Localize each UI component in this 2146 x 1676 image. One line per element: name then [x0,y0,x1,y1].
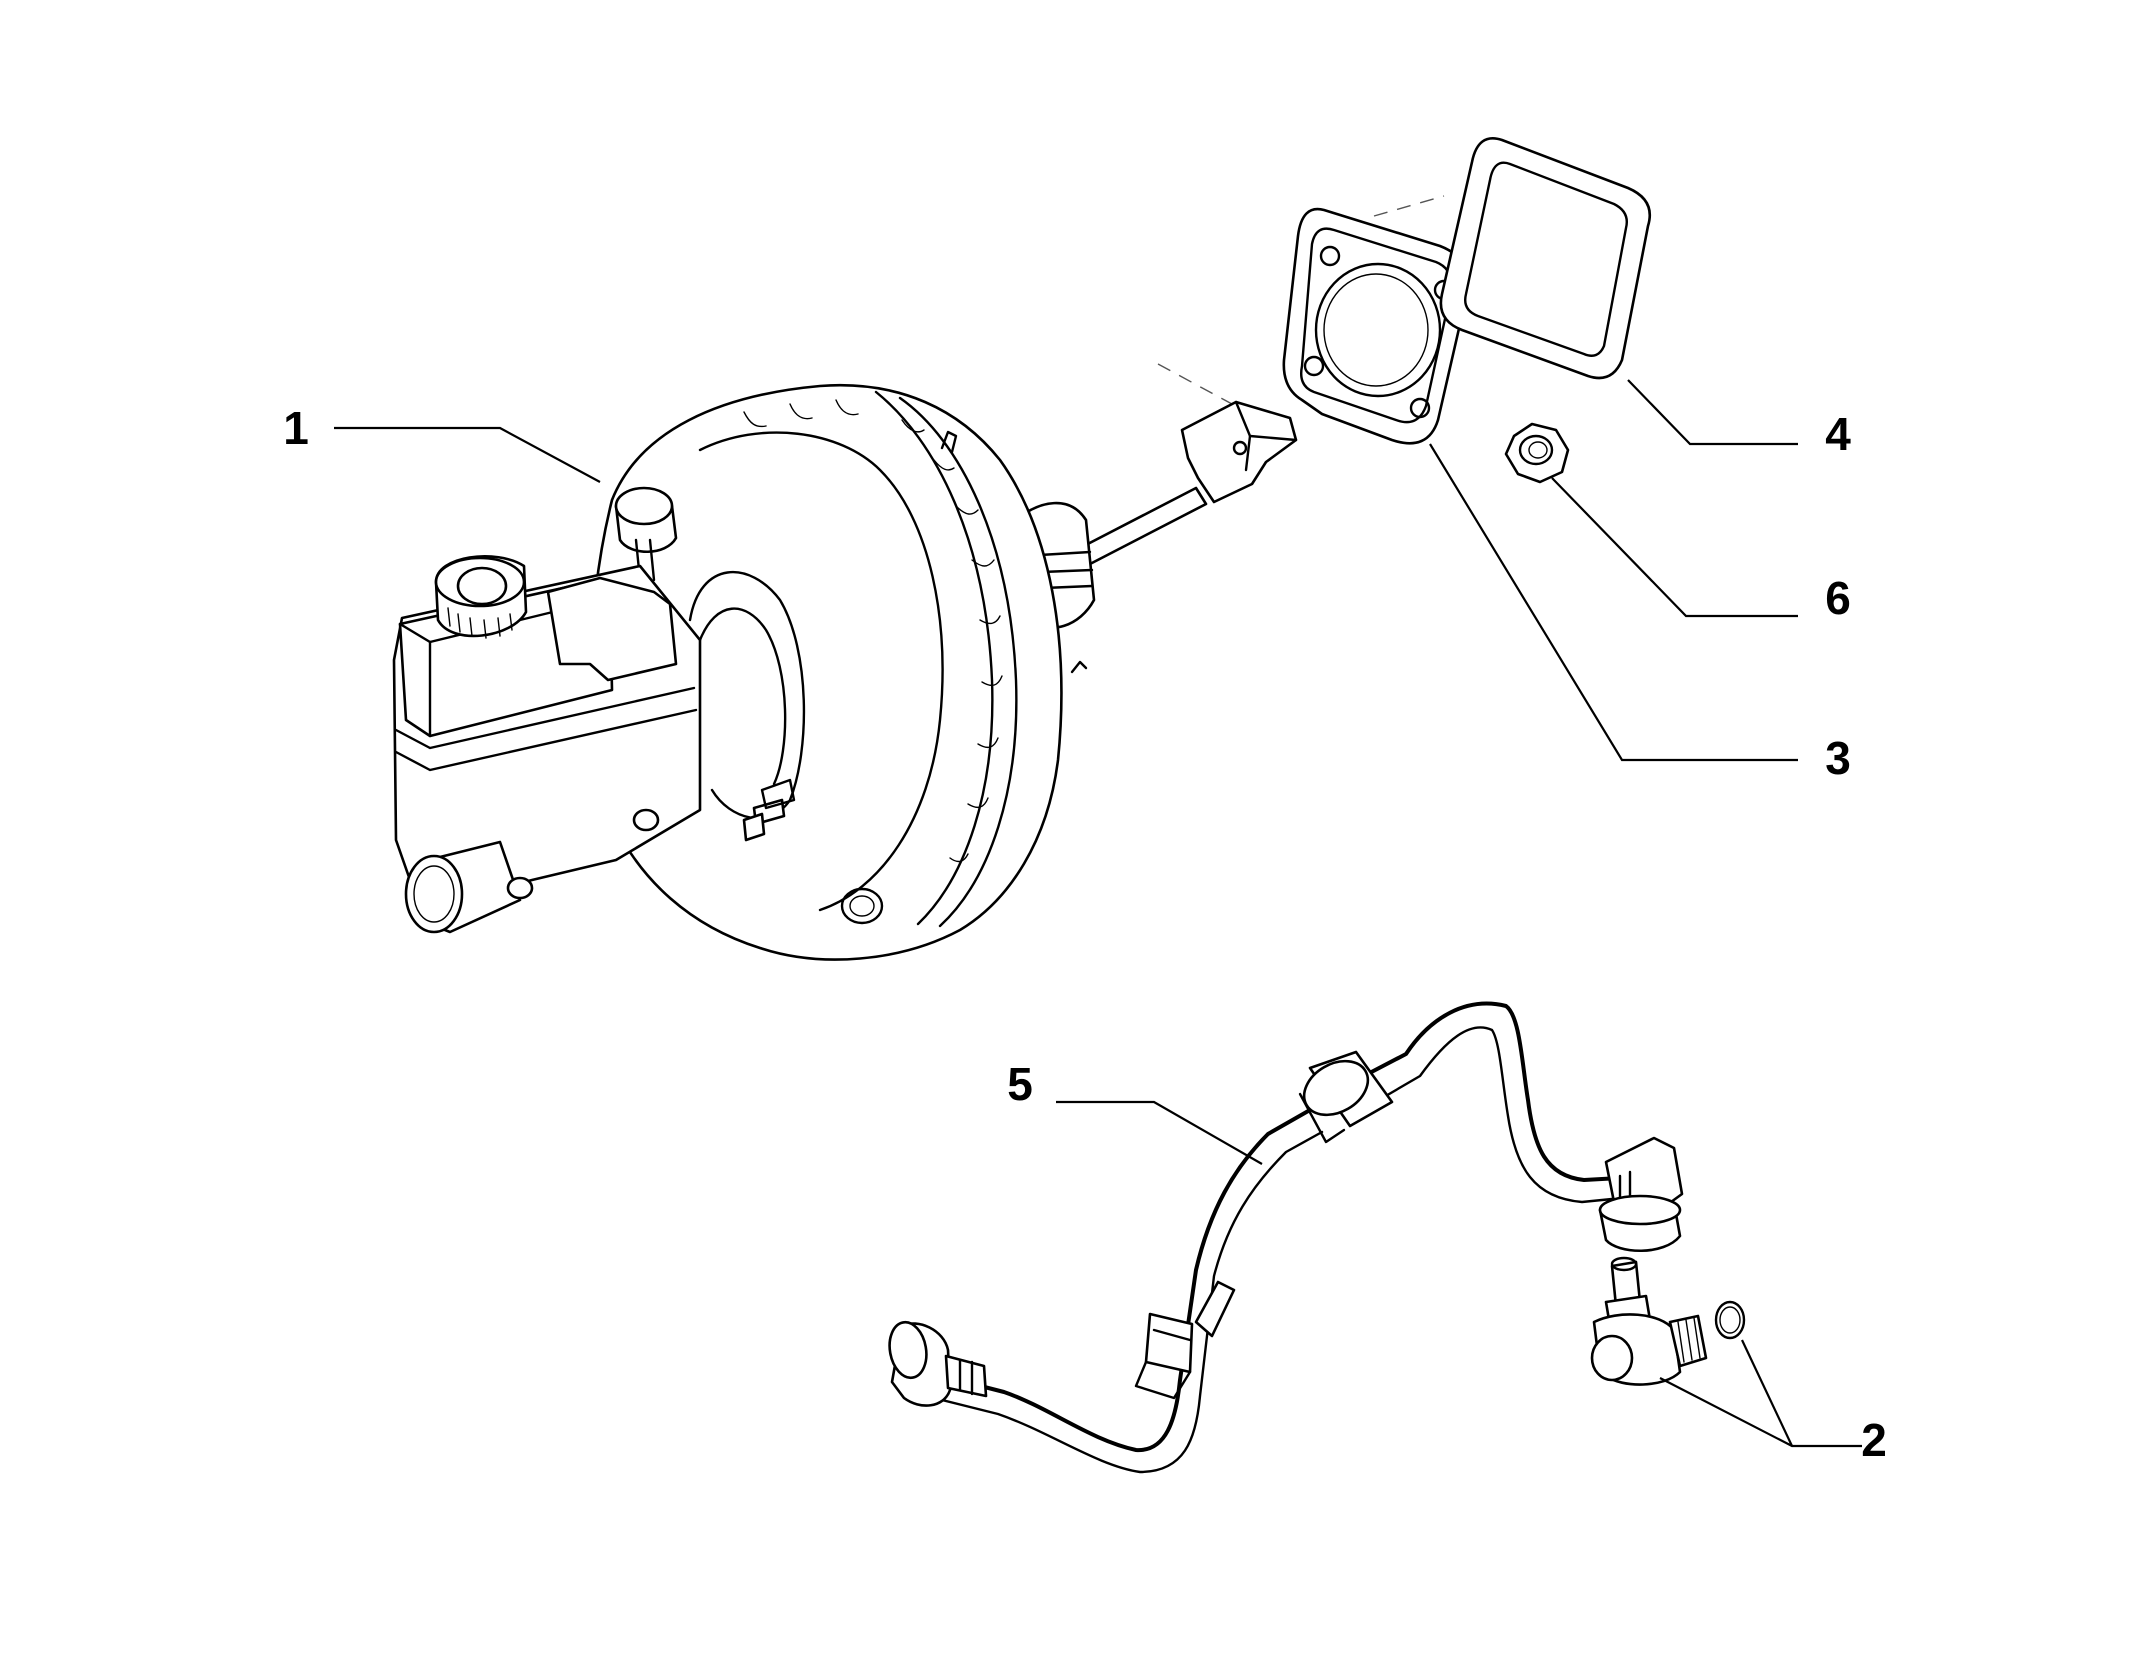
check-valve-part-2: 2 [1590,1256,1887,1466]
seal-frame-part-4: 4 [1439,137,1851,460]
callout-label-2: 2 [1861,1414,1887,1466]
vacuum-hose-part-5: 5 [888,1001,1684,1474]
callout-label-3: 3 [1825,732,1851,784]
nut-part-6: 6 [1504,422,1851,624]
callout-label-5: 5 [1007,1058,1033,1110]
servo-gasket-part-3: 3 [1282,195,1851,784]
callout-label-6: 6 [1825,572,1851,624]
brake-servo-assembly: 1 [283,363,1298,961]
callout-label-4: 4 [1825,408,1851,460]
callout-label-1: 1 [283,402,309,454]
